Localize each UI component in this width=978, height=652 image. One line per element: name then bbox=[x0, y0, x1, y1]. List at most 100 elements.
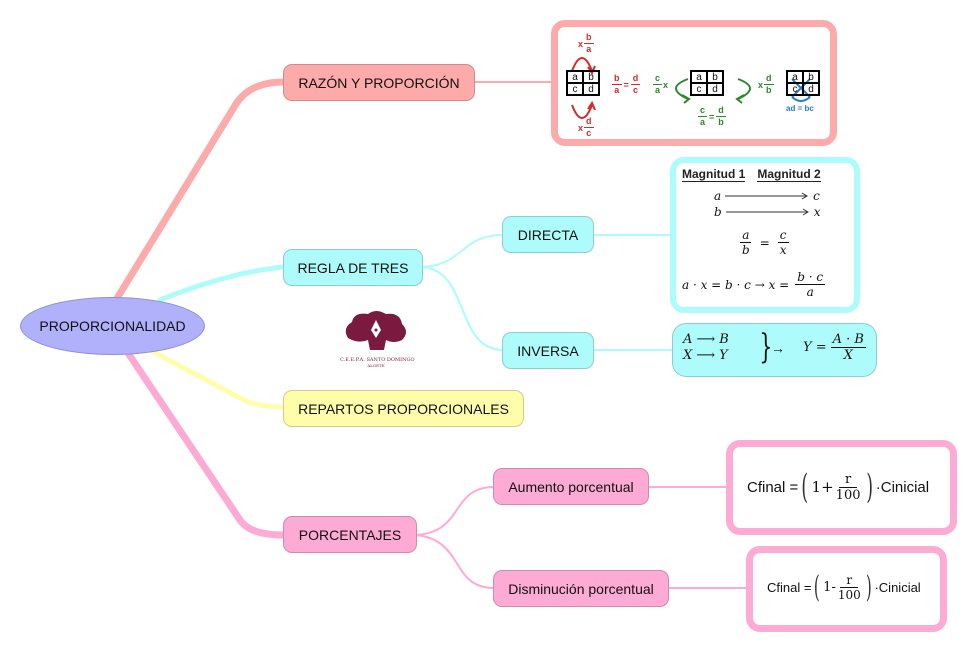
mult: x bbox=[578, 122, 584, 133]
logo-subtitle: ALGETE bbox=[367, 363, 385, 368]
cross-product-caption: ad = bc bbox=[786, 104, 814, 113]
den: c bbox=[586, 128, 592, 138]
logo-name: C.E.E.P.A. SANTO DOMINGO bbox=[340, 357, 415, 363]
connector-porcentajes-aumento bbox=[415, 486, 495, 536]
root-label: PROPORCIONALIDAD bbox=[39, 318, 186, 334]
den: a bbox=[614, 85, 620, 95]
num: b bbox=[612, 73, 622, 85]
node-inversa[interactable]: INVERSA bbox=[502, 332, 594, 369]
den: x bbox=[779, 243, 787, 257]
grid-left: a b c d bbox=[566, 70, 600, 96]
num: c bbox=[777, 228, 789, 243]
num: d bbox=[764, 73, 774, 85]
cell: b bbox=[707, 71, 723, 83]
lhs: a · x = b · c → x = bbox=[682, 277, 790, 292]
rhs: ·Cinicial bbox=[874, 580, 921, 595]
num: r bbox=[840, 574, 859, 588]
node-label: INVERSA bbox=[517, 342, 579, 359]
inner: 1- bbox=[823, 580, 836, 595]
num: d bbox=[584, 116, 594, 128]
row-1: a c bbox=[714, 189, 820, 203]
num: c bbox=[653, 73, 663, 85]
node-label: RAZÓN Y PROPORCIÓN bbox=[298, 74, 460, 91]
node-razon-y-proporcion[interactable]: RAZÓN Y PROPORCIÓN bbox=[283, 64, 475, 101]
eq: = bbox=[623, 79, 629, 90]
lhs: Y = bbox=[803, 340, 827, 355]
lhs: Cfinal = bbox=[767, 580, 812, 595]
cell: b bbox=[583, 71, 599, 83]
node-label: DIRECTA bbox=[517, 226, 579, 243]
branch-connector-repartos bbox=[147, 347, 287, 410]
mult: x bbox=[578, 38, 584, 49]
row-2: b x bbox=[714, 205, 820, 219]
cell: d bbox=[803, 83, 819, 95]
den: a bbox=[655, 85, 661, 95]
num: a bbox=[740, 228, 752, 243]
den: 100 bbox=[837, 588, 861, 602]
grid-right: a b c d bbox=[786, 70, 820, 96]
node-directa[interactable]: DIRECTA bbox=[502, 216, 594, 253]
den: X bbox=[843, 348, 853, 363]
eq: = bbox=[709, 111, 715, 122]
lhs: Cfinal = bbox=[747, 478, 799, 496]
paren-open: ( bbox=[814, 570, 821, 605]
header-magnitud-1: Magnitud 1 bbox=[682, 167, 746, 182]
magnitude-headers: Magnitud 1 Magnitud 2 bbox=[682, 167, 821, 182]
num: d bbox=[716, 105, 726, 117]
den: b bbox=[718, 117, 724, 127]
num: c bbox=[698, 105, 708, 117]
branch-connector-razon bbox=[112, 78, 288, 304]
root-node[interactable]: PROPORCIONALIDAD bbox=[20, 297, 205, 355]
num: r bbox=[838, 473, 858, 488]
num: b bbox=[584, 32, 594, 44]
den: b bbox=[766, 85, 772, 95]
arc-top-arrow-icon bbox=[571, 57, 593, 72]
value: x bbox=[813, 205, 821, 219]
node-disminucion-porcentual[interactable]: Disminución porcentual bbox=[493, 570, 669, 607]
paren-open: ( bbox=[801, 467, 809, 507]
node-label: REGLA DE TRES bbox=[297, 259, 409, 276]
node-repartos-proporcionales[interactable]: REPARTOS PROPORCIONALES bbox=[283, 390, 524, 427]
value: b bbox=[714, 205, 722, 219]
node-aumento-porcentual[interactable]: Aumento porcentual bbox=[493, 468, 649, 505]
cell: c bbox=[787, 83, 803, 95]
node-regla-de-tres[interactable]: REGLA DE TRES bbox=[283, 249, 423, 286]
den: a bbox=[806, 285, 814, 299]
num: d bbox=[630, 73, 641, 85]
tree-pen-logo-icon bbox=[345, 311, 406, 350]
grid-middle: a b c d bbox=[690, 70, 724, 96]
connector-regla-inversa bbox=[421, 266, 504, 351]
cell: c bbox=[567, 83, 583, 95]
cell: a bbox=[691, 71, 707, 83]
den: c bbox=[633, 85, 639, 95]
node-porcentajes[interactable]: PORCENTAJES bbox=[283, 516, 417, 553]
connector-regla-directa bbox=[421, 234, 504, 268]
cell: d bbox=[583, 83, 599, 95]
num: b · c bbox=[795, 270, 826, 285]
cell: a bbox=[567, 71, 583, 83]
den: a bbox=[700, 117, 706, 127]
node-label: PORCENTAJES bbox=[298, 526, 402, 543]
value: a bbox=[714, 189, 722, 203]
den: 100 bbox=[835, 487, 861, 503]
cell: d bbox=[707, 83, 723, 95]
mult: x bbox=[663, 79, 669, 90]
value: c bbox=[813, 189, 820, 203]
connector-porcentajes-disminucion bbox=[415, 534, 495, 589]
arc-bottom-arrow-icon bbox=[571, 104, 593, 119]
cell: c bbox=[691, 83, 707, 95]
arrow-right-icon: → bbox=[771, 340, 785, 356]
den: a bbox=[586, 44, 592, 54]
